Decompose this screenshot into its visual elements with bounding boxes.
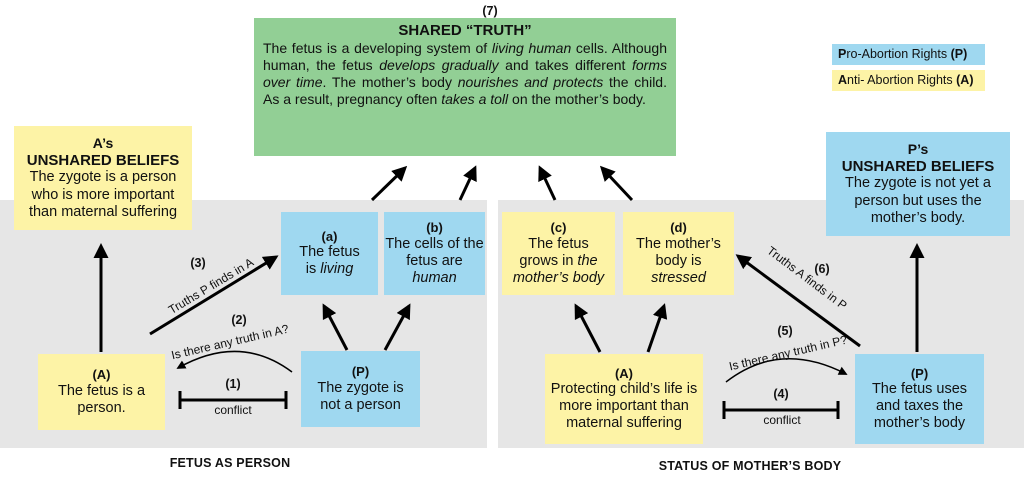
left-p-text: The zygote is not a person <box>317 379 404 413</box>
box-a-fetus-living: (a) The fetus is living <box>281 212 378 295</box>
label-conflict-right: conflict <box>763 413 801 427</box>
box-d-line3: stressed <box>651 269 706 286</box>
box-c-label: (c) <box>550 220 567 236</box>
box-b-line3: human <box>412 269 457 286</box>
box-b-line2: fetus are <box>406 252 463 269</box>
arrow-p-to-box-b <box>383 303 411 351</box>
right-p-text: The fetus uses and taxes the mother’s bo… <box>871 381 968 432</box>
caption-fetus-as-person: FETUS AS PERSON <box>169 456 291 470</box>
shared-truth-text: The fetus is a developing system of <box>263 39 492 56</box>
box-b-label: (b) <box>426 220 443 236</box>
arrow-a-to-shared <box>370 165 408 202</box>
box-d-line2: body is <box>655 252 702 269</box>
label-conflict-left: conflict <box>214 403 252 417</box>
label-5: (5) <box>777 324 793 338</box>
right-a-label: (A) <box>614 365 634 381</box>
arrow-c-to-shared <box>538 165 557 201</box>
legend-pro: Pro-Abortion Rights (P) <box>832 44 985 65</box>
left-a-text: The fetus is a person. <box>57 382 146 416</box>
left-a-label: (A) <box>92 367 111 383</box>
box-d-label: (d) <box>670 220 687 236</box>
a-unshared-title-1: A’s <box>92 135 114 152</box>
label-2: (2) <box>231 313 247 327</box>
left-a-box: (A) The fetus is a person. <box>38 354 165 430</box>
legend-anti-initial: A <box>838 73 848 87</box>
arrow-d-to-shared <box>599 165 634 202</box>
shared-truth-emphasis: forms over time <box>263 56 667 90</box>
box-a-line1: The fetus <box>299 244 360 261</box>
shared-truth-box: SHARED “TRUTH” The fetus is a developing… <box>254 18 676 156</box>
left-p-label: (P) <box>351 364 370 380</box>
shared-truth-title: SHARED “TRUTH” <box>398 22 532 39</box>
legend-pro-initial: P <box>838 47 847 61</box>
left-p-box: (P) The zygote is not a person <box>301 351 420 427</box>
p-unshared-text: The zygote is not yet a person but uses … <box>845 175 991 226</box>
box-c-line3: mother’s body <box>512 269 605 286</box>
curve-arrow-2 <box>176 350 293 373</box>
p-unshared-title-1: P’s <box>907 141 929 158</box>
arrow-a-right-to-d <box>646 303 668 353</box>
shared-truth-text: and takes different <box>498 56 632 73</box>
legend-anti-tag: (A) <box>956 73 974 87</box>
shared-truth-emphasis: nourishes and protects <box>457 73 604 90</box>
caption-status-of-mothers-body: STATUS OF MOTHER’S BODY <box>658 459 842 473</box>
arrow-p-to-box-a <box>322 303 349 351</box>
box-c-line2: grows in the <box>519 252 598 269</box>
legend-anti: Anti- Abortion Rights (A) <box>832 70 985 91</box>
box-d-mother-stressed: (d) The mother’s body is stressed <box>623 212 734 295</box>
p-unshared-title-2: UNSHARED BELIEFS <box>841 157 995 175</box>
legend-pro-tag: (P) <box>950 47 968 61</box>
arrow-3-truths-p-finds <box>149 255 279 336</box>
shared-truth-emphasis: takes a toll <box>441 90 509 107</box>
right-p-box: (P) The fetus uses and taxes the mother’… <box>855 354 984 444</box>
label-6: (6) <box>814 262 830 276</box>
box-c-fetus-grows: (c) The fetus grows in the mother’s body <box>502 212 615 295</box>
arrow-6-truths-a-finds <box>735 254 861 348</box>
shared-truth-text: on the mother’s body. <box>508 90 646 107</box>
box-a-label: (a) <box>321 228 338 244</box>
label-3: (3) <box>190 256 206 270</box>
curve-arrow-5 <box>725 358 848 383</box>
arrow-a-right-to-c <box>574 303 602 353</box>
box-c-line1: The fetus <box>528 235 589 252</box>
a-unshared-text: The zygote is a person who is more impor… <box>28 169 178 220</box>
label-4: (4) <box>773 387 789 401</box>
box-d-line1: The mother’s <box>636 235 721 252</box>
p-unshared-beliefs-box: P’s UNSHARED BELIEFS The zygote is not y… <box>826 132 1010 236</box>
shared-truth-text: . The mother’s body <box>322 73 458 90</box>
shared-truth-emphasis: living human <box>491 39 572 56</box>
shared-truth-text: the child. As a result, pregnancy often <box>263 73 667 107</box>
right-p-label: (P) <box>910 365 929 381</box>
shared-truth-number: (7) <box>482 4 498 18</box>
right-a-box: (A) Protecting child’s life is more impo… <box>545 354 703 444</box>
label-1: (1) <box>225 377 241 391</box>
shared-truth-text: cells. Although human, the fetus <box>263 39 667 73</box>
a-unshared-beliefs-box: A’s UNSHARED BELIEFS The zygote is a per… <box>14 126 192 230</box>
box-b-cells-human: (b) The cells of the fetus are human <box>384 212 485 295</box>
shared-truth-emphasis: develops gradually <box>379 56 499 73</box>
a-unshared-title-2: UNSHARED BELIEFS <box>26 151 180 169</box>
arrow-b-to-shared <box>458 165 477 201</box>
legend-anti-text: nti- Abortion Rights <box>847 73 957 87</box>
right-a-text: Protecting child’s life is more importan… <box>550 381 698 432</box>
legend-pro-text: ro-Abortion Rights <box>846 47 951 61</box>
box-a-line2: is living <box>305 261 354 278</box>
box-b-line1: The cells of the <box>385 235 484 252</box>
shared-truth-body: The fetus is a developing system of livi… <box>263 40 667 108</box>
